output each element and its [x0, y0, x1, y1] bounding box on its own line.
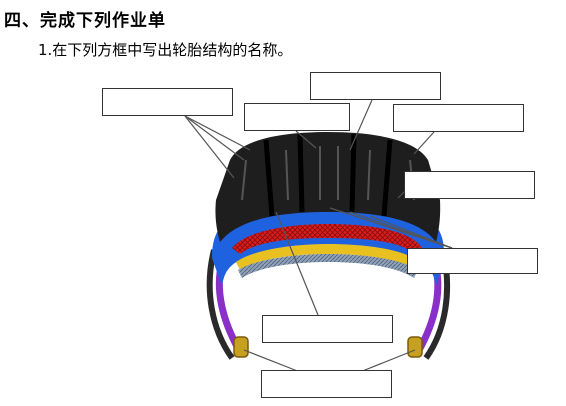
answer-box-right-middle[interactable]	[404, 171, 535, 199]
tread-grooves	[263, 133, 393, 217]
answer-box-bottom[interactable]	[261, 370, 392, 398]
answer-box-upper-left[interactable]	[102, 88, 233, 116]
groove-2	[297, 133, 305, 213]
leader-upper-left-a	[184, 115, 245, 161]
groove-1	[263, 139, 275, 217]
leader-upper-left-b	[184, 115, 235, 179]
groove-3	[349, 133, 357, 213]
ply-layer	[236, 244, 420, 270]
leader-center-lower	[275, 211, 319, 316]
section-title: 四、完成下列作业单	[4, 11, 166, 31]
leader-upper-mid	[295, 130, 317, 149]
sipe-5	[367, 149, 371, 201]
answer-box-center-lower[interactable]	[262, 315, 393, 343]
answer-box-right-lower[interactable]	[407, 248, 538, 274]
sidewall-left-outer	[206, 249, 235, 360]
instruction-text: 1.在下列方框中写出轮胎结构的名称。	[38, 41, 293, 59]
answer-box-upper-mid[interactable]	[244, 103, 350, 131]
leader-bottom-right	[359, 349, 416, 373]
bead-left	[233, 336, 249, 358]
answer-box-top-center[interactable]	[310, 72, 441, 100]
bead-right	[407, 336, 423, 358]
leader-bottom-left	[243, 349, 301, 373]
groove-4	[381, 139, 393, 217]
leader-lines	[184, 99, 453, 373]
leader-upper-right	[413, 131, 435, 155]
steel-belt-layer	[238, 254, 418, 278]
sipe-1	[241, 159, 247, 201]
leader-top-center	[349, 99, 373, 151]
leader-upper-left-c	[184, 115, 251, 151]
leader-right-lower-c	[369, 215, 453, 249]
belt-layer	[232, 224, 422, 254]
answer-box-upper-right[interactable]	[393, 104, 524, 132]
sipe-2	[285, 149, 289, 201]
